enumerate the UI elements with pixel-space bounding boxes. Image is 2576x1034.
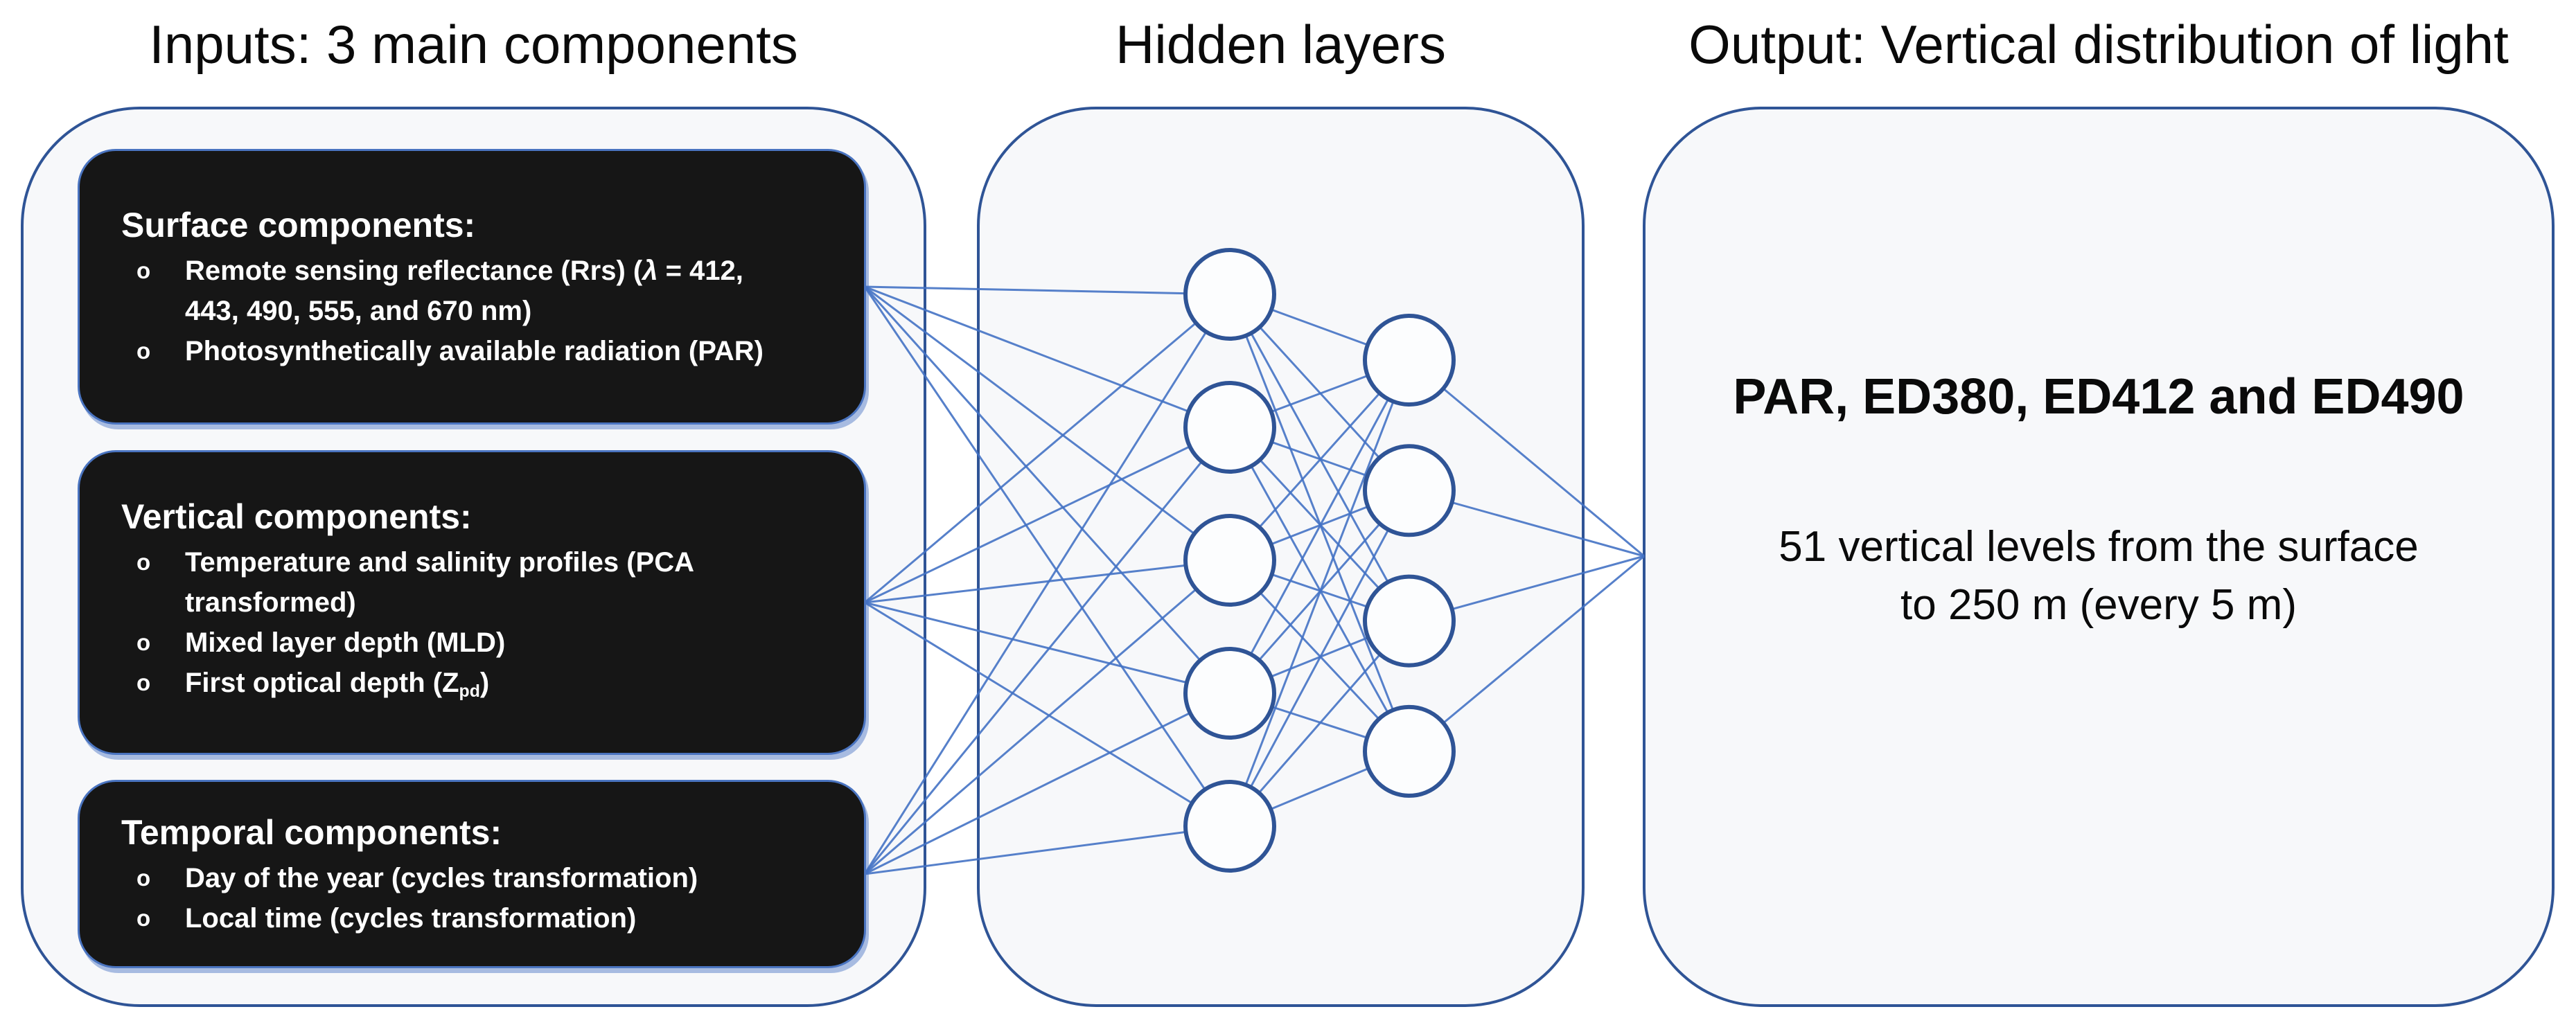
temporal-components-box: Temporal components: o Day of the year (cy…: [78, 780, 866, 968]
surface-item: o Photosynthetically available radiation …: [121, 331, 845, 371]
bullet-marker: [121, 291, 185, 331]
bullet-marker: o: [136, 258, 151, 283]
neuron-node: [1363, 444, 1456, 537]
bullet-marker: o: [136, 905, 151, 931]
item-text: Local time (cycles transformation): [185, 903, 637, 934]
hidden-layers-panel: [977, 107, 1585, 1007]
vertical-item: transformed): [121, 582, 845, 623]
neuron-node: [1183, 647, 1276, 740]
temporal-heading: Temporal components:: [121, 813, 502, 852]
hidden-layers-column-title: Hidden layers: [1115, 14, 1446, 75]
surface-components-box: Surface components: o Remote sensing refle…: [78, 149, 866, 425]
vertical-item: o Temperature and salinity profiles (PCA: [121, 542, 845, 582]
neuron-node: [1183, 381, 1276, 474]
output-levels-text: 51 vertical levels from the surface to 2…: [1644, 518, 2553, 634]
item-text: 443, 490, 555, and 670 nm): [185, 296, 532, 326]
inputs-column-title: Inputs: 3 main components: [149, 14, 798, 75]
item-text: Photosynthetically available radiation (…: [185, 336, 764, 366]
item-text: Remote sensing reflectance (Rrs) (λ = 41…: [185, 256, 743, 286]
output-column-title: Output: Vertical distribution of light: [1688, 14, 2509, 75]
bullet-marker: o: [136, 669, 151, 695]
output-levels-line2: to 250 m (every 5 m): [1900, 581, 2297, 629]
neuron-node: [1183, 248, 1276, 341]
item-text: First optical depth (Zpd): [185, 667, 490, 701]
bullet-marker: [121, 582, 185, 623]
surface-item: 443, 490, 555, and 670 nm): [121, 291, 845, 331]
item-text: Mixed layer depth (MLD): [185, 627, 506, 658]
vertical-heading: Vertical components:: [121, 497, 472, 536]
item-text: Temperature and salinity profiles (PCA: [185, 546, 694, 578]
neuron-nodes: [1183, 248, 1456, 873]
neuron-node: [1363, 704, 1456, 798]
vertical-item: o Mixed layer depth (MLD): [121, 623, 845, 663]
bullet-marker: o: [136, 865, 151, 891]
bullet-marker: o: [136, 629, 151, 655]
temporal-item: o Local time (cycles transformation): [121, 898, 845, 938]
output-levels-line1: 51 vertical levels from the surface: [1779, 523, 2419, 571]
neuron-node: [1183, 780, 1276, 873]
vertical-item: o First optical depth (Zpd): [121, 663, 845, 712]
neuron-node: [1363, 574, 1456, 668]
surface-item: o Remote sensing reflectance (Rrs) (λ = 4…: [121, 251, 845, 291]
vertical-components-box: Vertical components: o Temperature and sal…: [78, 450, 866, 755]
bullet-marker: o: [136, 338, 151, 364]
bullet-marker: o: [136, 549, 151, 575]
item-text: transformed): [185, 587, 356, 618]
neuron-node: [1183, 514, 1276, 607]
temporal-item: o Day of the year (cycles transformation): [121, 858, 845, 898]
output-variables-text: PAR, ED380, ED412 and ED490: [1733, 369, 2464, 425]
item-text: Day of the year (cycles transformation): [185, 863, 698, 893]
neuron-node: [1363, 314, 1456, 407]
surface-heading: Surface components:: [121, 206, 476, 244]
